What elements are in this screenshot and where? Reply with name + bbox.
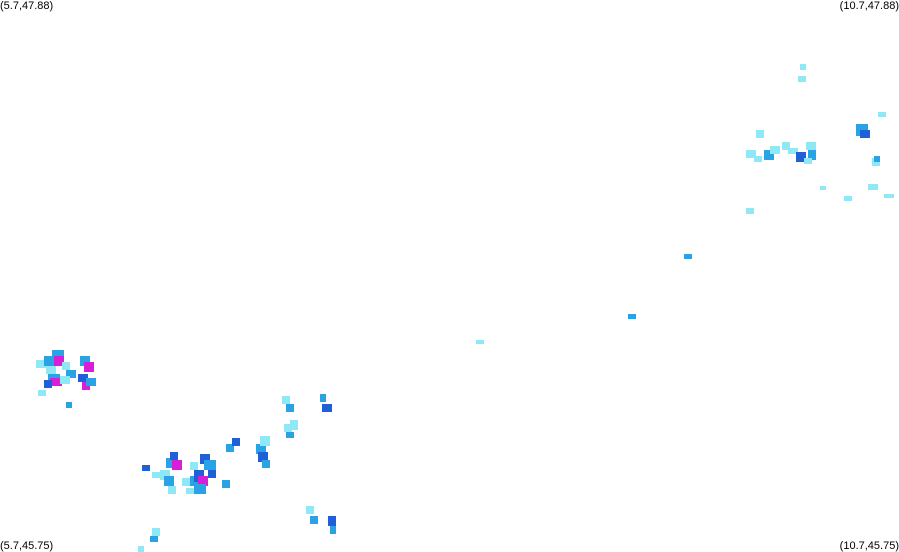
corner-top-left-coordinate: (5.7,47.88) [0,0,54,12]
precipitation-cell [150,536,158,542]
precipitation-cell [66,370,76,378]
corner-bottom-right-coordinate: (10.7,45.75) [839,540,899,552]
precipitation-cell [78,374,88,382]
precipitation-cell [44,356,54,366]
precipitation-cell [788,148,798,154]
precipitation-cell [820,186,826,190]
precipitation-cell [796,152,806,162]
precipitation-cell [874,156,880,162]
precipitation-cell [36,360,46,368]
precipitation-cell [868,184,878,190]
precipitation-cell [290,420,298,430]
precipitation-cell [164,476,174,486]
precipitation-cell [282,396,290,404]
precipitation-cell [50,378,62,386]
precipitation-cell [190,462,198,470]
precipitation-cell [194,484,206,494]
precipitation-cell [182,478,190,486]
precipitation-cell [222,480,230,488]
precipitation-cell [328,516,336,526]
precipitation-cell [330,526,336,534]
precipitation-cell [256,444,266,454]
precipitation-cell [52,350,64,358]
precipitation-cell [152,472,162,478]
precipitation-cell [46,366,56,374]
precipitation-cell [808,150,816,160]
precipitation-cell [628,314,636,319]
precipitation-cell [80,356,90,366]
precipitation-cell [260,436,270,446]
precipitation-cell [746,208,754,214]
precipitation-cell [168,486,176,494]
precipitation-cell [770,146,780,154]
precipitation-cell [62,362,70,370]
precipitation-cell [54,356,64,366]
precipitation-cell [860,130,870,138]
precipitation-cell [84,362,94,372]
precipitation-cell [86,378,96,386]
precipitation-cell [844,196,852,201]
precipitation-cell [322,404,332,412]
precipitation-cell [764,150,774,160]
precipitation-cell [66,402,72,408]
precipitation-cell [258,452,268,462]
precipitation-cell [38,390,46,396]
precipitation-cell [160,470,170,480]
precipitation-cell [310,516,318,524]
precipitation-cell [142,465,150,471]
precipitation-cell [204,460,216,470]
precipitation-cell [286,404,294,412]
precipitation-cell [800,64,806,70]
precipitation-cell [320,394,326,402]
precipitation-cell [60,376,70,384]
precipitation-cell [262,460,270,468]
precipitation-cell [878,112,886,117]
precipitation-cell [756,130,764,138]
precipitation-cell [170,452,178,460]
precipitation-cell [44,380,52,388]
precipitation-cell [198,476,208,486]
precipitation-cell [208,470,216,478]
precipitation-cell [186,488,194,494]
precipitation-cell [226,444,234,452]
precipitation-cell [166,458,176,468]
precipitation-cell [884,194,894,198]
precipitation-cell [306,506,314,514]
precipitation-cell [754,156,762,162]
precipitation-cell [782,142,790,150]
precipitation-cell [804,158,812,164]
precipitation-cell [798,76,806,82]
precipitation-cell [232,438,240,446]
precipitation-cell [806,142,816,150]
precipitation-cell [152,528,160,536]
precipitation-cell [200,454,210,464]
corner-top-right-coordinate: (10.7,47.88) [839,0,899,12]
precipitation-cell [476,340,484,344]
precipitation-cell [284,424,292,432]
corner-bottom-left-coordinate: (5.7,45.75) [0,540,54,552]
precipitation-cell [746,150,756,158]
precipitation-cell [138,546,144,552]
precipitation-cell [172,460,182,470]
precipitation-cell [684,254,692,259]
precipitation-cell [286,432,294,438]
